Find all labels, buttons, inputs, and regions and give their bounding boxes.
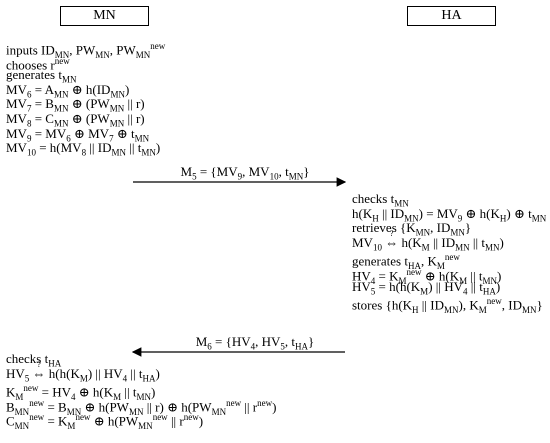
message-m6-label: M6 = {HV4, HV5, tHA} (160, 334, 350, 352)
ha-step-3: retrieves {KMN, IDMN} (352, 220, 472, 238)
mn-entity-box: MN (60, 6, 149, 26)
mn-step-3: generates tMN (6, 67, 77, 85)
mn-step-2: chooses rnew (6, 55, 70, 72)
mn-final-step-2: HV5 ⇔? h(h(KM) || HV4 || tHA) (6, 359, 160, 384)
message-m6-text: M6 = {HV4, HV5, tHA} (195, 334, 315, 352)
ha-step-4: MV10 ⇔? h(KM || IDMN || tMN) (352, 228, 504, 253)
ha-step-8: stores {h(KH || IDMN), KMnew, IDMN} (352, 296, 543, 316)
mn-step-5: MV7 = BMN ⊕ (PWMN || r) (6, 96, 145, 114)
mn-step-7: MV9 = MV6 ⊕ MV7 ⊕ tMN (6, 125, 150, 144)
ha-step-7: HV5 = h(h(KM) || HV4 || tHA) (352, 278, 501, 297)
ha-step-1: checks tMN (352, 191, 409, 209)
ha-entity-box: HA (407, 6, 496, 26)
mn-final-step-3: KMnew = HV4 ⊕ h(KM || tMN) (6, 383, 156, 403)
mn-step-6: MV8 = CMN ⊕ (PWMN || r) (6, 110, 145, 129)
message-m5-text: M5 = {MV9, MV10, tMN} (180, 164, 310, 182)
mn-step-4: MV6 = AMN ⊕ h(IDMN) (6, 81, 130, 100)
mn-step-8: MV10 = h(MV8 || IDMN || tMN) (6, 140, 161, 158)
mn-step-1: inputs IDMN, PWMN, PWMNnew (6, 41, 166, 60)
ha-step-2: h(KH || IDMN) = MV9 ⊕ h(KH) ⊕ tMN (352, 205, 547, 224)
message-m5-label: M5 = {MV9, MV10, tMN} (150, 164, 340, 182)
mn-entity-label: MN (93, 8, 116, 23)
mn-final-step-5: CMNnew = KMnew ⊕ h(PWMNnew || rnew) (6, 412, 204, 432)
mn-final-step-4: BMNnew = BMN ⊕ h(PWMN || r) ⊕ h(PWMNnew … (6, 397, 277, 417)
mn-final-step-1: checks tHA (6, 351, 62, 369)
ha-entity-label: HA (441, 8, 462, 23)
ha-step-5: generates tHA, KMnew (352, 252, 460, 272)
ha-step-6: HV4 = KMnew ⊕ h(KM || tMN) (352, 266, 502, 286)
